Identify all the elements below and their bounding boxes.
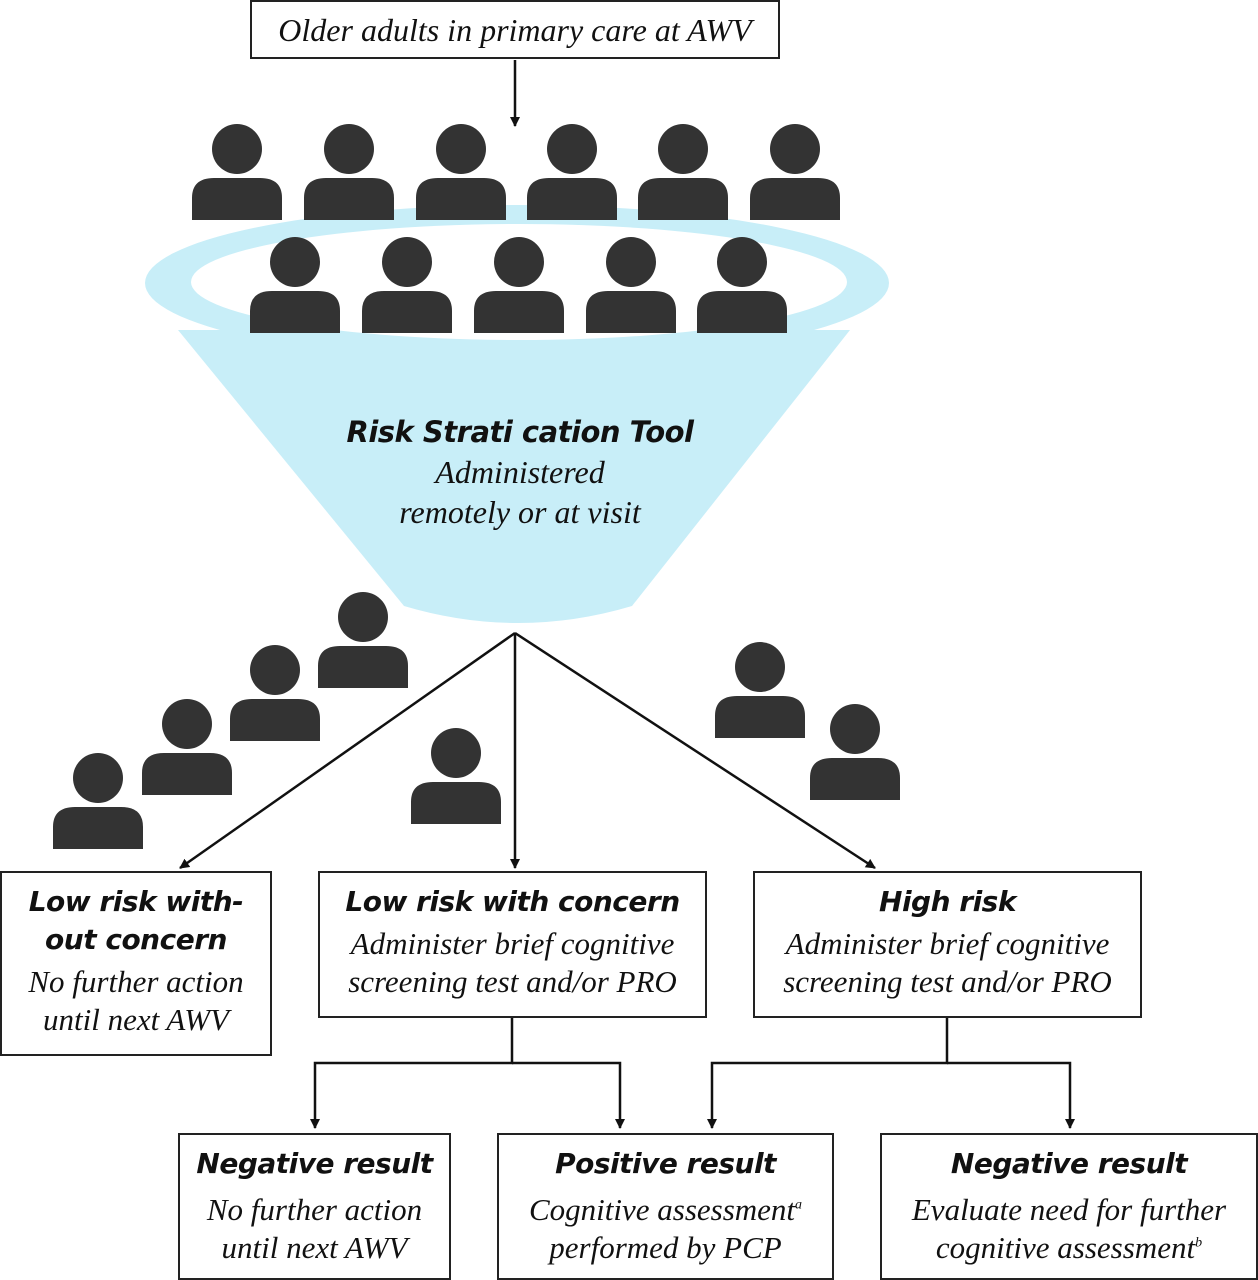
person-icon bbox=[53, 753, 143, 849]
box-negative-result-left: Negative result No further action until … bbox=[178, 1133, 451, 1280]
box-negative-result-right: Negative result Evaluate need for furthe… bbox=[880, 1133, 1258, 1280]
arrow-funnel-to-high-risk bbox=[514, 631, 876, 870]
negative-right-title: Negative result bbox=[950, 1147, 1188, 1180]
low-risk-title-line1: Low risk with- bbox=[28, 885, 244, 918]
box-low-risk-without-concern: Low risk with- out concern No further ac… bbox=[0, 871, 272, 1056]
person-icon bbox=[304, 124, 394, 220]
box-positive-result: Positive result Cognitive assessmenta pe… bbox=[497, 1133, 834, 1280]
top-box: Older adults in primary care at AWV bbox=[250, 0, 780, 59]
funnel-body bbox=[178, 330, 850, 623]
negative-right-body-line2: cognitive assessmentb bbox=[936, 1229, 1202, 1267]
concern-body-line2: screening test and/or PRO bbox=[348, 964, 677, 999]
low-risk-body-line1: No further action bbox=[28, 964, 244, 999]
positive-title: Positive result bbox=[555, 1147, 776, 1180]
negative-left-body-line2: until next AWV bbox=[221, 1230, 408, 1265]
person-icon bbox=[192, 124, 282, 220]
arrow-funnel-to-low-risk bbox=[179, 631, 516, 870]
box-high-risk: High risk Administer brief cognitive scr… bbox=[753, 871, 1142, 1018]
low-risk-title-line2: out concern bbox=[45, 923, 227, 956]
person-icon bbox=[715, 642, 805, 738]
funnel-label: Risk Strati cation Tool Administered rem… bbox=[310, 412, 730, 532]
people-group-concern bbox=[411, 728, 501, 824]
high-risk-body-line2: screening test and/or PRO bbox=[783, 964, 1112, 999]
connectors bbox=[179, 60, 1075, 1129]
positive-body-line2: performed by PCP bbox=[549, 1230, 782, 1265]
negative-right-body-line1: Evaluate need for further bbox=[911, 1192, 1227, 1227]
box-low-risk-with-concern: Low risk with concern Administer brief c… bbox=[318, 871, 707, 1018]
person-icon bbox=[750, 124, 840, 220]
funnel-title: Risk Strati cation Tool bbox=[346, 415, 695, 449]
connector-concern-positive bbox=[512, 1061, 625, 1129]
connector-high-split bbox=[707, 1017, 949, 1129]
person-icon bbox=[638, 124, 728, 220]
people-group-high-risk bbox=[715, 642, 900, 800]
positive-body-line1: Cognitive assessmenta bbox=[529, 1191, 802, 1229]
person-icon bbox=[411, 728, 501, 824]
connector-high-negative bbox=[947, 1061, 1075, 1129]
person-icon bbox=[810, 704, 900, 800]
concern-body-line1: Administer brief cognitive bbox=[350, 926, 675, 961]
footnote-a: a bbox=[795, 1197, 803, 1213]
people-group-low-risk bbox=[53, 592, 408, 849]
negative-right-body-text: cognitive assessment bbox=[935, 1230, 1196, 1265]
positive-body-text: Cognitive assessment bbox=[528, 1192, 796, 1227]
top-box-text: Older adults in primary care at AWV bbox=[278, 11, 752, 48]
high-risk-body-line1: Administer brief cognitive bbox=[785, 926, 1110, 961]
connector-concern-split bbox=[310, 1017, 514, 1129]
footnote-b: b bbox=[1195, 1235, 1203, 1251]
high-risk-title: High risk bbox=[879, 885, 1016, 918]
low-risk-body-line2: until next AWV bbox=[43, 1002, 229, 1037]
concern-title: Low risk with concern bbox=[345, 885, 680, 918]
person-icon bbox=[416, 124, 506, 220]
funnel-subtitle-line1: Administered bbox=[435, 454, 605, 490]
negative-left-body-line1: No further action bbox=[206, 1192, 423, 1227]
person-icon bbox=[527, 124, 617, 220]
negative-left-title: Negative result bbox=[196, 1147, 433, 1180]
person-icon bbox=[318, 592, 408, 688]
person-icon bbox=[142, 699, 232, 795]
funnel-subtitle-line2: remotely or at visit bbox=[399, 494, 641, 530]
person-icon bbox=[230, 645, 320, 741]
